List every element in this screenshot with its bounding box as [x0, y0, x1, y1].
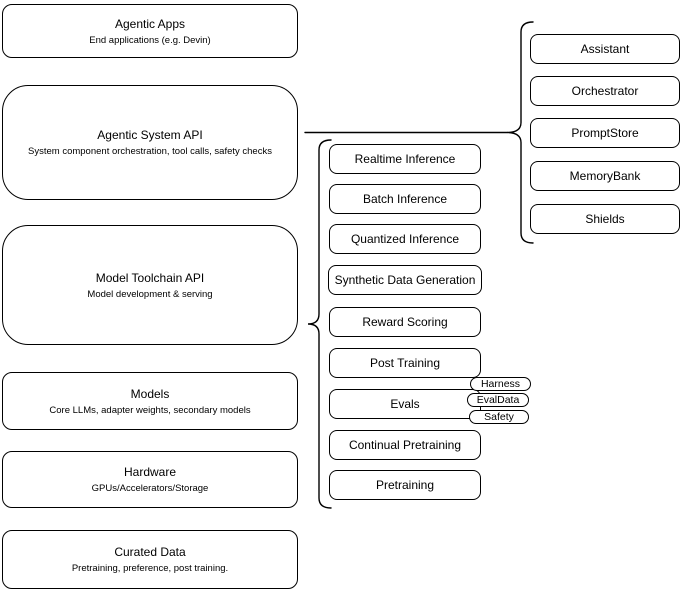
node-model-toolchain-api: Model Toolchain API Model development & …: [2, 225, 298, 345]
node-models: Models Core LLMs, adapter weights, secon…: [2, 372, 298, 430]
node-label: Batch Inference: [362, 192, 448, 206]
node-reward-scoring: Reward Scoring: [329, 307, 481, 337]
node-shields: Shields: [530, 204, 680, 234]
toolchain-brace: [307, 139, 332, 509]
node-title: Agentic System API: [97, 128, 203, 142]
node-title: Agentic Apps: [114, 16, 186, 31]
node-label: PromptStore: [571, 126, 639, 140]
node-subtitle: End applications (e.g. Devin): [89, 34, 211, 46]
node-agentic-apps: Agentic Apps End applications (e.g. Devi…: [2, 4, 298, 58]
node-hardware: Hardware GPUs/Accelerators/Storage: [2, 451, 298, 508]
node-pretraining: Pretraining: [329, 470, 481, 500]
node-batch-inference: Batch Inference: [329, 184, 481, 214]
node-promptstore: PromptStore: [530, 118, 680, 148]
node-assistant: Assistant: [530, 34, 680, 64]
node-quantized-inference: Quantized Inference: [329, 224, 481, 254]
node-orchestrator: Orchestrator: [530, 76, 680, 106]
node-subtitle: GPUs/Accelerators/Storage: [91, 483, 209, 494]
node-label: Evals: [390, 397, 420, 411]
node-title: Models: [130, 386, 170, 401]
node-continual-pretraining: Continual Pretraining: [329, 430, 481, 460]
node-post-training: Post Training: [329, 348, 481, 378]
node-synthetic-data-generation: Synthetic Data Generation: [328, 265, 482, 295]
node-label: MemoryBank: [569, 169, 641, 183]
node-title: Curated Data: [114, 545, 186, 559]
node-subtitle: Pretraining, preference, post training.: [71, 563, 229, 574]
node-title: Hardware: [123, 465, 177, 479]
node-label: Realtime Inference: [354, 152, 456, 166]
node-title: Model Toolchain API: [95, 270, 205, 285]
node-label: Continual Pretraining: [348, 438, 462, 452]
node-evals: Evals: [329, 389, 481, 419]
node-label: Shields: [585, 212, 625, 226]
node-realtime-inference: Realtime Inference: [329, 144, 481, 174]
node-label: Reward Scoring: [362, 315, 448, 329]
node-subtitle: Model development & serving: [87, 288, 213, 300]
node-subtitle: System component orchestration, tool cal…: [28, 146, 272, 157]
node-agentic-system-api: Agentic System API System component orch…: [2, 85, 298, 200]
node-label: Post Training: [369, 356, 441, 370]
pill-evaldata: EvalData: [467, 393, 529, 407]
node-subtitle: Core LLMs, adapter weights, secondary mo…: [49, 404, 251, 416]
node-label: Pretraining: [375, 478, 435, 492]
node-curated-data: Curated Data Pretraining, preference, po…: [2, 530, 298, 589]
node-memorybank: MemoryBank: [530, 161, 680, 191]
node-label: Synthetic Data Generation: [334, 273, 476, 287]
node-label: Orchestrator: [571, 84, 639, 98]
pill-safety: Safety: [469, 410, 529, 424]
node-label: Assistant: [580, 42, 630, 56]
pill-harness: Harness: [470, 377, 531, 391]
node-label: Quantized Inference: [350, 232, 460, 246]
